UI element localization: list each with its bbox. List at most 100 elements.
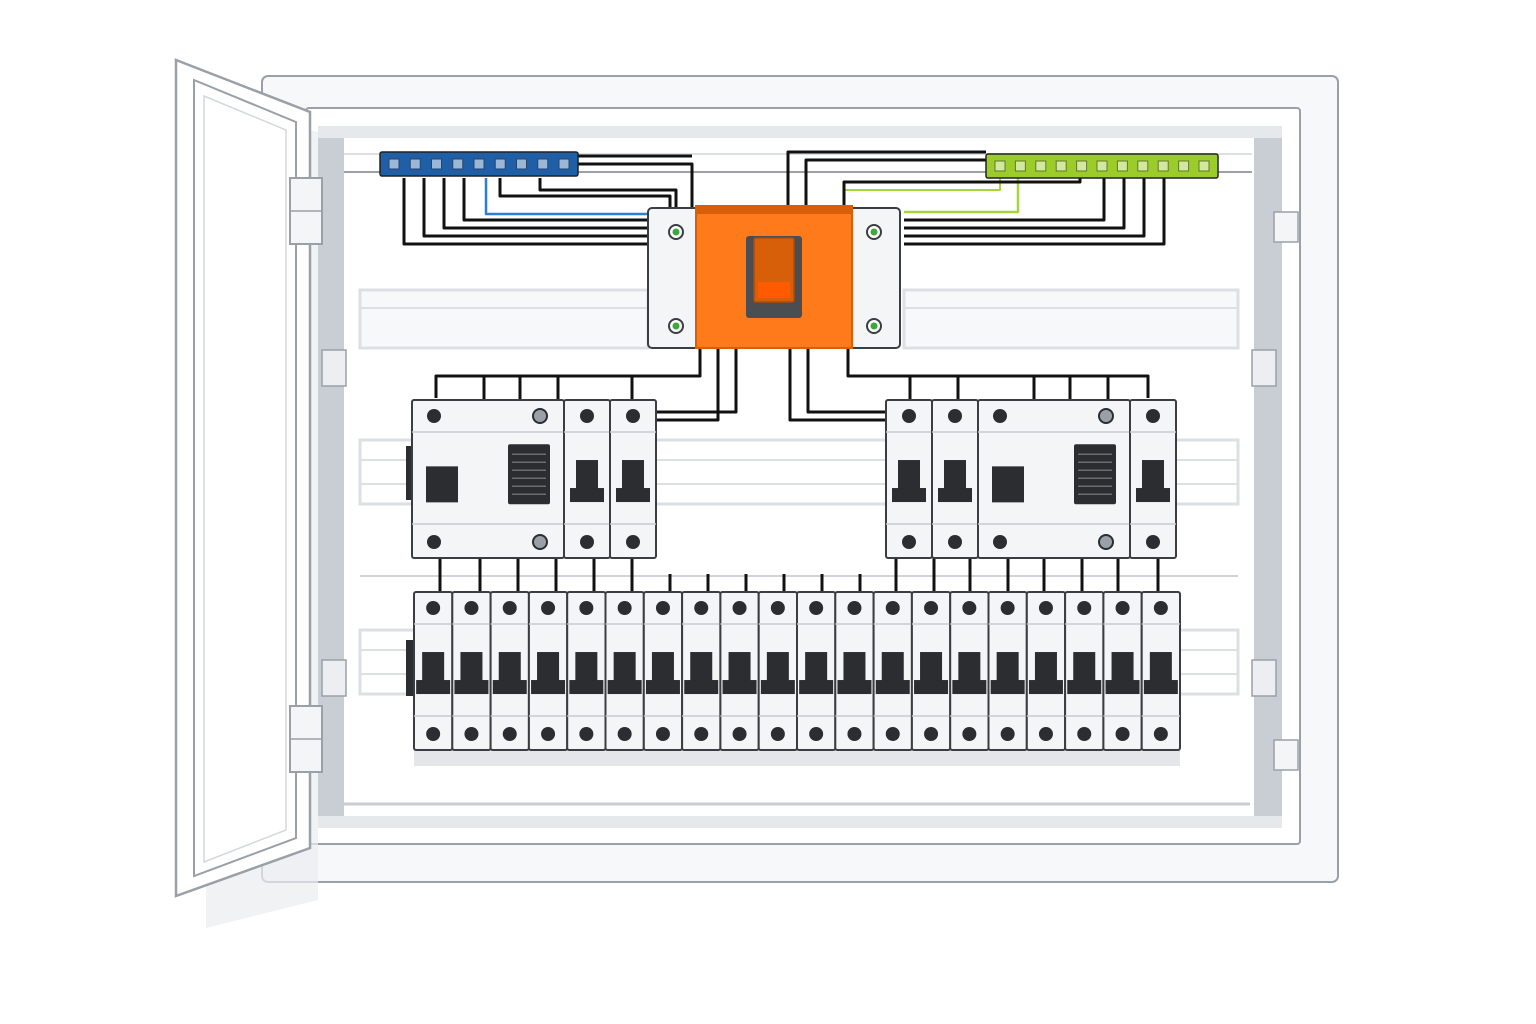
breaker-toggle[interactable] <box>920 652 943 683</box>
bottom-breaker[interactable] <box>910 591 952 751</box>
breaker-toggle[interactable] <box>422 652 445 683</box>
bottom-breaker[interactable] <box>681 591 722 751</box>
breaker-toggle[interactable] <box>1111 652 1134 683</box>
earth-wire <box>904 178 1126 230</box>
terminal-screw <box>516 158 527 170</box>
indicator-led <box>672 322 680 330</box>
breaker-toggle-base <box>492 680 527 695</box>
earth-wire <box>904 178 1146 238</box>
terminal-screw <box>885 601 900 615</box>
breaker-toggle[interactable] <box>1149 652 1172 683</box>
bottom-breaker[interactable] <box>1025 591 1067 751</box>
bottom-breaker[interactable] <box>1064 591 1105 751</box>
breaker-toggle[interactable] <box>898 460 920 491</box>
terminal-screw <box>1098 408 1114 424</box>
breaker-toggle[interactable] <box>498 652 521 683</box>
breaker-toggle[interactable] <box>944 460 966 491</box>
rcd-lever[interactable] <box>1074 444 1116 505</box>
earth-wire <box>904 178 1166 246</box>
bottom-breaker[interactable] <box>1102 591 1143 751</box>
neutral-wire <box>442 178 648 230</box>
breaker-toggle-base <box>616 488 650 503</box>
terminal-screw <box>1157 160 1169 172</box>
mount-clip <box>321 349 347 387</box>
rcd-test-button[interactable] <box>426 466 458 503</box>
breaker-toggle[interactable] <box>537 652 560 683</box>
terminal-screw <box>1000 727 1015 741</box>
terminal-screw <box>541 727 556 741</box>
bottom-breaker[interactable] <box>489 591 530 751</box>
rcd-module-left[interactable] <box>411 399 565 559</box>
bottom-breaker[interactable] <box>834 591 875 751</box>
breaker-toggle[interactable] <box>690 652 713 683</box>
breaker-toggle[interactable] <box>622 460 644 491</box>
main-switch[interactable] <box>647 205 901 349</box>
mcb-module-left[interactable] <box>609 399 657 559</box>
main-switch-top-edge <box>696 206 852 214</box>
feed-wire <box>656 346 720 422</box>
bottom-breaker[interactable] <box>987 591 1028 751</box>
bottom-breaker[interactable] <box>642 591 684 751</box>
terminal-screw <box>580 535 594 549</box>
breaker-toggle[interactable] <box>728 652 751 683</box>
earth-wire <box>842 178 1082 208</box>
mcb-module-left[interactable] <box>563 399 611 559</box>
breaker-toggle[interactable] <box>651 652 674 683</box>
terminal-screw <box>427 535 441 549</box>
terminal-screw <box>948 409 962 423</box>
inner-wall-top <box>318 126 1282 138</box>
bottom-breaker[interactable] <box>413 591 454 751</box>
rcd-lever[interactable] <box>508 444 550 505</box>
breaker-toggle-base <box>952 680 987 695</box>
feed-wire <box>788 346 886 422</box>
din-rail-upper <box>358 288 650 350</box>
breaker-toggle[interactable] <box>1073 652 1096 683</box>
breaker-toggle-base <box>1143 680 1178 695</box>
indicator-led <box>672 228 680 236</box>
breaker-toggle[interactable] <box>766 652 789 683</box>
terminal-screw <box>579 601 594 615</box>
bottom-breaker[interactable] <box>1140 591 1181 751</box>
bottom-breaker[interactable] <box>451 591 492 751</box>
door-panel[interactable] <box>174 58 312 898</box>
breaker-toggle[interactable] <box>805 652 828 683</box>
bottom-breaker[interactable] <box>527 591 569 751</box>
feed-wire <box>846 346 1150 398</box>
bottom-breaker[interactable] <box>872 591 913 751</box>
terminal-screw <box>694 601 709 615</box>
terminal-screw <box>1146 535 1160 549</box>
bottom-breaker[interactable] <box>566 591 607 751</box>
open-door[interactable] <box>174 58 323 928</box>
rcd-module-right[interactable] <box>977 399 1131 559</box>
terminal-screw <box>902 535 916 549</box>
neutral-wire <box>402 178 648 246</box>
mcb-module-right[interactable] <box>931 399 979 559</box>
terminal-screw <box>962 601 977 615</box>
breaker-toggle[interactable] <box>996 652 1019 683</box>
bottom-breaker[interactable] <box>604 591 645 751</box>
mcb-module-right[interactable] <box>885 399 933 559</box>
rcd-test-button[interactable] <box>992 466 1024 503</box>
breaker-toggle[interactable] <box>613 652 636 683</box>
bottom-breaker[interactable] <box>757 591 799 751</box>
terminal-screw <box>1000 601 1015 615</box>
bottom-breaker[interactable] <box>796 591 837 751</box>
terminal-screw <box>427 409 441 423</box>
breaker-toggle[interactable] <box>843 652 866 683</box>
breaker-toggle-base <box>799 680 834 695</box>
breaker-toggle[interactable] <box>1034 652 1057 683</box>
mcb-module-right[interactable] <box>1129 399 1177 559</box>
bottom-breaker[interactable] <box>719 591 760 751</box>
breaker-toggle[interactable] <box>1142 460 1164 491</box>
breaker-toggle[interactable] <box>575 652 598 683</box>
bottom-breaker[interactable] <box>949 591 990 751</box>
earth-bar <box>985 153 1219 179</box>
breaker-toggle[interactable] <box>958 652 981 683</box>
terminal-screw <box>541 601 556 615</box>
breaker-toggle[interactable] <box>576 460 598 491</box>
latch-tab <box>1273 211 1299 243</box>
inner-wall-bottom <box>318 816 1282 828</box>
breaker-toggle-base <box>531 680 566 695</box>
breaker-toggle[interactable] <box>460 652 483 683</box>
breaker-toggle[interactable] <box>881 652 904 683</box>
